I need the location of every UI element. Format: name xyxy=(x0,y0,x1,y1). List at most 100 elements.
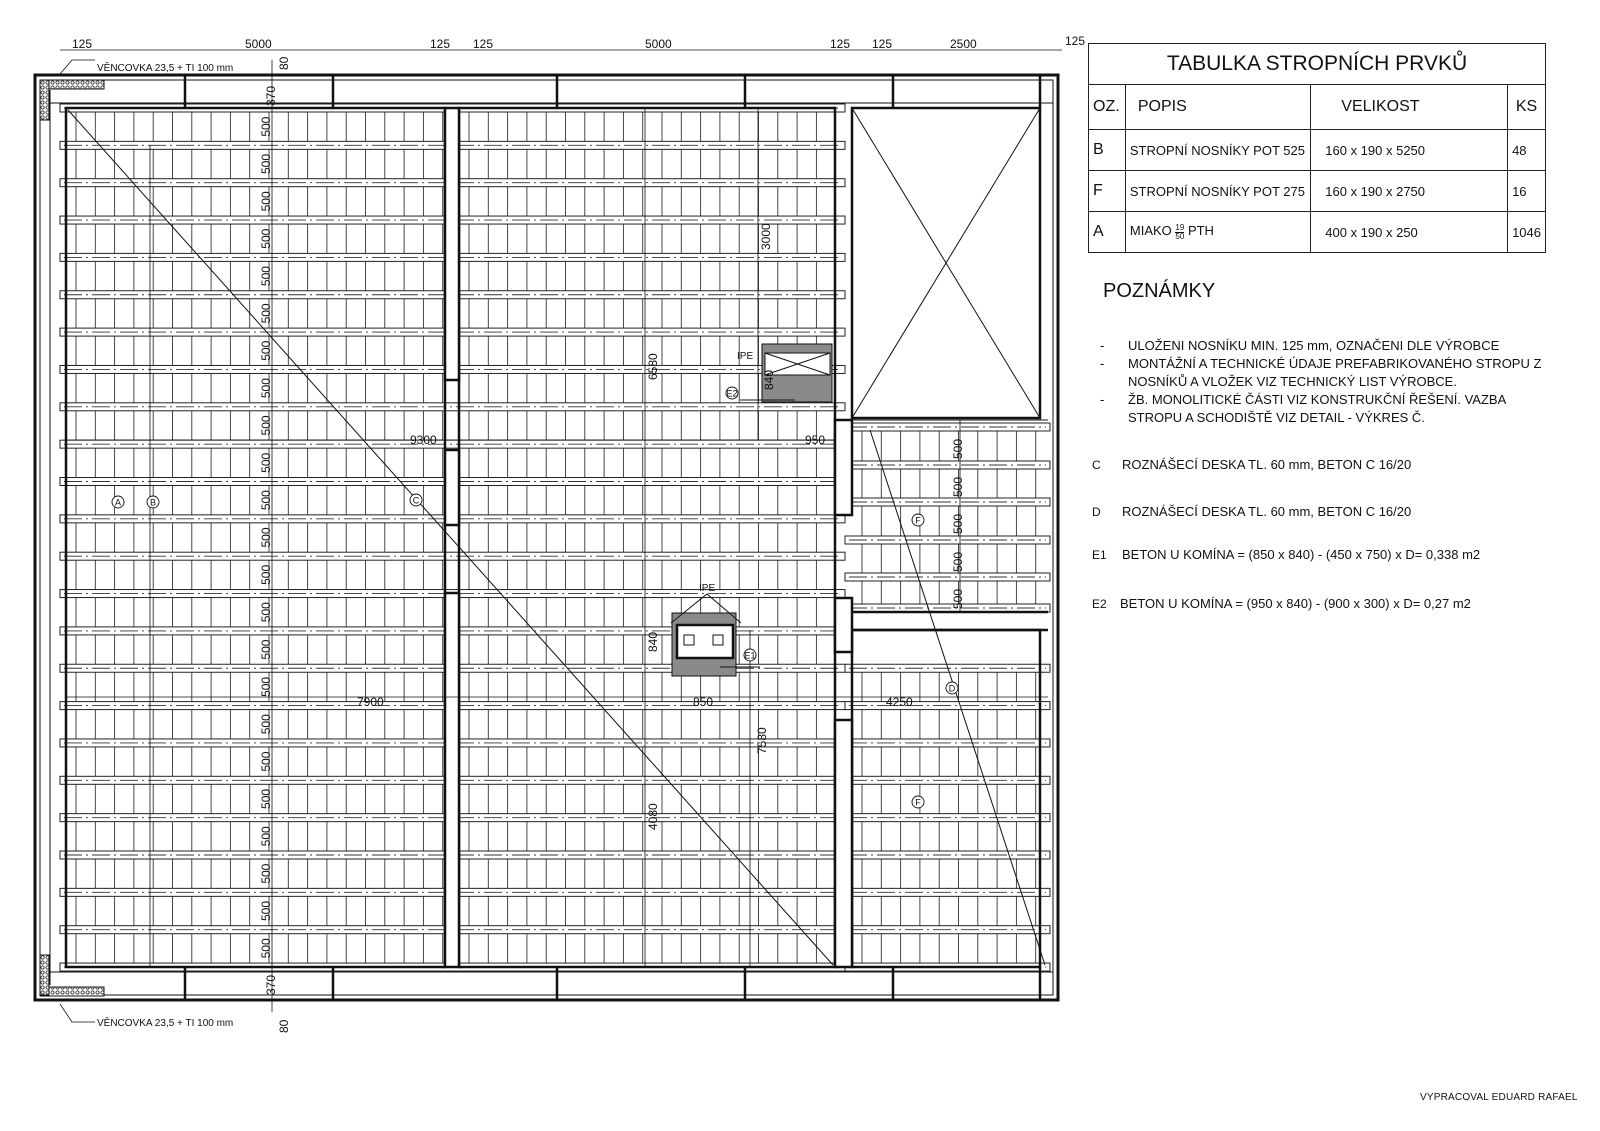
dim-840: 840 xyxy=(762,370,776,390)
dim-5000: 5000 xyxy=(245,37,272,51)
ipe-label: IPE xyxy=(699,583,715,594)
dim-4080: 4080 xyxy=(646,803,660,830)
beam xyxy=(59,439,846,449)
dim-500: 500 xyxy=(259,639,273,659)
beam xyxy=(844,422,1051,432)
note-text: ULOŽENI NOSNÍKU MIN. 125 mm, OZNAČENI DL… xyxy=(1128,338,1500,353)
dim-500: 500 xyxy=(259,565,273,585)
dim-125: 125 xyxy=(430,37,450,51)
vencovka-label-top: VĚNCOVKA 23,5 + TI 100 mm xyxy=(97,61,233,74)
dim-125: 125 xyxy=(1065,34,1085,48)
col-popis: POPIS xyxy=(1124,84,1312,130)
dim-500: 500 xyxy=(259,938,273,958)
beam xyxy=(844,813,1051,823)
dim-4250: 4250 xyxy=(886,695,913,709)
dim-500: 500 xyxy=(259,789,273,809)
mark-label: F xyxy=(915,516,921,526)
dim-500: 500 xyxy=(259,602,273,622)
dim-950: 950 xyxy=(805,433,825,447)
dim-125: 125 xyxy=(473,37,493,51)
bay-left xyxy=(64,106,447,969)
dim-500: 500 xyxy=(259,154,273,174)
cell-ks: 1046 xyxy=(1507,211,1546,253)
cell-oz: B xyxy=(1088,129,1126,171)
table-header: OZ. POPIS VELIKOST KS xyxy=(1088,84,1546,130)
note-text: ŽB. MONOLITICKÉ ČÁSTI VIZ KONSTRUKČNÍ ŘE… xyxy=(1128,392,1506,425)
cell-popis: STROPNÍ NOSNÍKY POT 275 xyxy=(1124,170,1312,212)
mark-f-icon: F xyxy=(911,795,925,809)
beam xyxy=(59,551,846,561)
bay-right-lower xyxy=(850,628,1042,969)
dim-500: 500 xyxy=(951,552,965,572)
dim-125: 125 xyxy=(72,37,92,51)
mark-label: B xyxy=(150,498,156,508)
chimney-e1 xyxy=(670,593,760,677)
dim-500: 500 xyxy=(259,378,273,398)
cell-velikost: 400 x 190 x 250 xyxy=(1310,211,1509,253)
cell-popis: STROPNÍ NOSNÍKY POT 525 xyxy=(1124,129,1312,171)
dim-500: 500 xyxy=(259,826,273,846)
top-dimensions: 125 5000 125 125 5000 125 125 2500 125 xyxy=(72,34,1085,51)
dim-500: 500 xyxy=(951,477,965,497)
col-oz: OZ. xyxy=(1088,84,1126,130)
mark-label: F xyxy=(915,798,921,808)
dim-500: 500 xyxy=(259,191,273,211)
dim-500: 500 xyxy=(259,527,273,547)
mark-e1-icon: E1 xyxy=(743,648,757,662)
dim-500: 500 xyxy=(259,490,273,510)
cell-oz: F xyxy=(1088,170,1126,212)
dim-500: 500 xyxy=(259,677,273,697)
walls xyxy=(33,49,1062,1023)
dim-500: 500 xyxy=(259,452,273,472)
dim-850: 850 xyxy=(693,695,713,709)
mark-label: A xyxy=(115,498,121,508)
beam xyxy=(844,460,1051,470)
dim-500: 500 xyxy=(259,303,273,323)
beam xyxy=(844,535,1051,545)
beam xyxy=(844,701,1051,711)
dim-500: 500 xyxy=(259,340,273,360)
vencovka-hatch xyxy=(39,79,105,90)
dim-5000: 5000 xyxy=(645,37,672,51)
dim-500: 500 xyxy=(259,863,273,883)
dim-3000: 3000 xyxy=(759,223,773,250)
mark-c-icon: C xyxy=(409,493,423,507)
dim-80: 80 xyxy=(277,1019,291,1033)
ipe-label: IPE xyxy=(737,351,753,362)
mark-label: C xyxy=(413,496,420,506)
mark-label: E1 xyxy=(744,651,755,661)
mark-a-icon: A xyxy=(111,495,125,509)
chimney-e2 xyxy=(740,343,833,403)
notes-title: POZNÁMKY xyxy=(1103,280,1216,302)
dim-500: 500 xyxy=(259,714,273,734)
elements-table: TABULKA STROPNÍCH PRVKŮ OZ. POPIS VELIKO… xyxy=(1088,43,1546,253)
dim-500: 500 xyxy=(951,439,965,459)
note-item: - ŽB. MONOLITICKÉ ČÁSTI VIZ KONSTRUKČNÍ Ř… xyxy=(1100,391,1538,427)
dim-7580: 7580 xyxy=(755,727,769,754)
note-dash: - xyxy=(1100,338,1105,353)
dimension-labels: 80 370 370 80 3000 6580 840 840 7580 408… xyxy=(259,56,965,1033)
note-text: MONTÁŽNÍ A TECHNICKÉ ÚDAJE PREFABRIKOVAN… xyxy=(1128,356,1542,389)
dim-500: 500 xyxy=(951,514,965,534)
stair-opening xyxy=(850,106,1042,420)
dim-9300: 9300 xyxy=(410,433,437,447)
dim-6580: 6580 xyxy=(646,353,660,380)
note-dash: - xyxy=(1100,392,1105,407)
legend-text: BETON U KOMÍNA = (950 x 840) - (900 x 30… xyxy=(1120,596,1471,611)
dim-370: 370 xyxy=(264,86,278,106)
popis-suffix: PTH xyxy=(1187,223,1214,239)
beam xyxy=(844,775,1051,785)
cell-oz: A xyxy=(1088,211,1126,253)
dim-500: 500 xyxy=(259,751,273,771)
beam xyxy=(844,925,1051,935)
dim-2500: 2500 xyxy=(950,37,977,51)
beam xyxy=(844,572,1051,582)
beam xyxy=(59,402,846,412)
col-ks: KS xyxy=(1507,84,1546,130)
